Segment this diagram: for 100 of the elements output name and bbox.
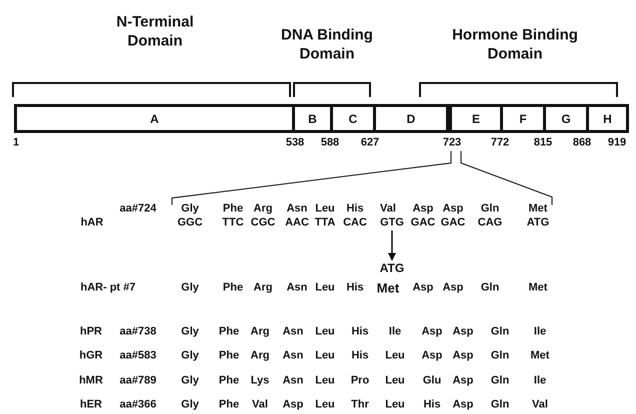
amino-acid-label: Gln bbox=[480, 204, 500, 214]
domain-segment: B bbox=[292, 104, 333, 133]
codon-label: GTG bbox=[380, 218, 404, 228]
amino-acid-label: Gly bbox=[181, 204, 199, 214]
amino-acid-label: Leu bbox=[315, 204, 335, 214]
residue-number: aa#724 bbox=[120, 204, 156, 214]
codon-label: GAC bbox=[440, 218, 466, 228]
sequence-name: hAR bbox=[80, 218, 104, 228]
amino-acid-label: Asp bbox=[412, 282, 434, 294]
amino-acid-label: Asn bbox=[286, 282, 308, 294]
amino-acid-label: Glu bbox=[422, 376, 442, 386]
codon-label: GAC bbox=[410, 218, 436, 228]
amino-acid-label: Ile bbox=[388, 326, 402, 338]
codon-label: ATG bbox=[526, 218, 550, 228]
position-number: 919 bbox=[608, 138, 626, 148]
amino-acid-label: Gln bbox=[490, 400, 510, 410]
amino-acid-label: Met bbox=[530, 350, 550, 362]
amino-acid-label: Asp bbox=[422, 350, 442, 362]
amino-acid-label: Asp bbox=[442, 282, 464, 294]
amino-acid-label: Gln bbox=[490, 376, 510, 386]
amino-acid-label: Arg bbox=[254, 282, 272, 294]
domain-segment: H bbox=[586, 104, 629, 133]
domain-segment: F bbox=[500, 104, 546, 133]
amino-acid-label: Asp bbox=[422, 326, 442, 338]
amino-acid-label: His bbox=[346, 204, 364, 214]
position-number: 723 bbox=[442, 138, 462, 148]
amino-acid-label: Lys bbox=[250, 376, 270, 386]
amino-acid-label: Gly bbox=[181, 282, 199, 294]
amino-acid-label: Arg bbox=[254, 204, 272, 214]
residue-number: aa#789 bbox=[120, 376, 156, 386]
amino-acid-label: Gly bbox=[181, 376, 199, 386]
sequence-name: hPR bbox=[80, 326, 102, 338]
amino-acid-label: Leu bbox=[315, 376, 335, 386]
amino-acid-label: Asp bbox=[442, 204, 464, 214]
sequence-name: hAR- pt #7 bbox=[80, 282, 136, 294]
codon-label: TTC bbox=[222, 218, 244, 228]
domain-title: N-Terminal Domain bbox=[115, 13, 195, 51]
amino-acid-label: Leu bbox=[315, 400, 335, 410]
amino-acid-label: Asn bbox=[282, 350, 304, 362]
codon-label: AAC bbox=[285, 218, 309, 228]
amino-acid-label: Asn bbox=[286, 204, 308, 214]
codon-label: TTA bbox=[314, 218, 336, 228]
amino-acid-label: Met bbox=[528, 282, 548, 294]
amino-acid-label: Phe bbox=[218, 326, 240, 338]
amino-acid-label: Phe bbox=[222, 204, 244, 214]
amino-acid-label: Leu bbox=[385, 350, 405, 362]
amino-acid-label: Phe bbox=[218, 400, 240, 410]
codon-label: CAG bbox=[478, 218, 502, 228]
position-number: 772 bbox=[490, 138, 510, 148]
domain-title: DNA Binding Domain bbox=[280, 26, 374, 64]
amino-acid-label: His bbox=[351, 326, 369, 338]
amino-acid-label: Gln bbox=[490, 350, 510, 362]
amino-acid-label: Leu bbox=[315, 350, 335, 362]
codon-label: CGC bbox=[250, 218, 276, 228]
amino-acid-label: Asn bbox=[282, 376, 304, 386]
domain-title: Hormone Binding Domain bbox=[451, 26, 579, 64]
amino-acid-label: Asn bbox=[282, 326, 304, 338]
amino-acid-label: Arg bbox=[250, 326, 270, 338]
amino-acid-label: Gly bbox=[181, 400, 199, 410]
amino-acid-label: Thr bbox=[351, 400, 369, 410]
amino-acid-label: Pro bbox=[350, 376, 370, 386]
amino-acid-label: Met bbox=[376, 282, 400, 294]
sequence-name: hGR bbox=[79, 350, 103, 362]
codon-label: ATG bbox=[380, 262, 404, 274]
amino-acid-label: Val bbox=[380, 204, 396, 214]
amino-acid-label: Gly bbox=[181, 350, 199, 362]
amino-acid-label: Gly bbox=[181, 326, 199, 338]
amino-acid-label: His bbox=[346, 282, 364, 294]
amino-acid-label: Arg bbox=[250, 350, 270, 362]
amino-acid-label: Ile bbox=[534, 376, 546, 386]
residue-number: aa#583 bbox=[120, 350, 156, 362]
position-number: 538 bbox=[286, 138, 304, 148]
codon-label: GGC bbox=[177, 218, 203, 228]
domain-segment: E bbox=[449, 104, 503, 133]
amino-acid-label: Leu bbox=[315, 282, 335, 294]
amino-acid-label: Asp bbox=[452, 376, 474, 386]
domain-segment: C bbox=[330, 104, 376, 133]
amino-acid-label: Asp bbox=[452, 350, 474, 362]
domain-segment: A bbox=[14, 104, 295, 133]
domain-segment: D bbox=[373, 104, 449, 133]
amino-acid-label: Gln bbox=[490, 326, 510, 338]
amino-acid-label: Phe bbox=[222, 282, 244, 294]
amino-acid-label: Met bbox=[528, 204, 548, 214]
sequence-name: hER bbox=[80, 400, 102, 410]
amino-acid-label: Ile bbox=[534, 326, 546, 338]
codon-label: CAC bbox=[343, 218, 367, 228]
amino-acid-label: Val bbox=[252, 400, 268, 410]
domain-segment: G bbox=[543, 104, 589, 133]
position-number: 815 bbox=[534, 138, 552, 148]
residue-number: aa#366 bbox=[120, 400, 156, 410]
position-number: 1 bbox=[12, 138, 20, 148]
amino-acid-label: Asp bbox=[452, 400, 474, 410]
residue-number: aa#738 bbox=[120, 326, 156, 338]
position-number: 868 bbox=[572, 138, 592, 148]
amino-acid-label: Asp bbox=[412, 204, 434, 214]
amino-acid-label: His bbox=[423, 400, 441, 410]
position-number: 627 bbox=[360, 138, 380, 148]
sequence-name: hMR bbox=[79, 376, 103, 386]
amino-acid-label: Asp bbox=[282, 400, 304, 410]
amino-acid-label: Gln bbox=[480, 282, 500, 294]
